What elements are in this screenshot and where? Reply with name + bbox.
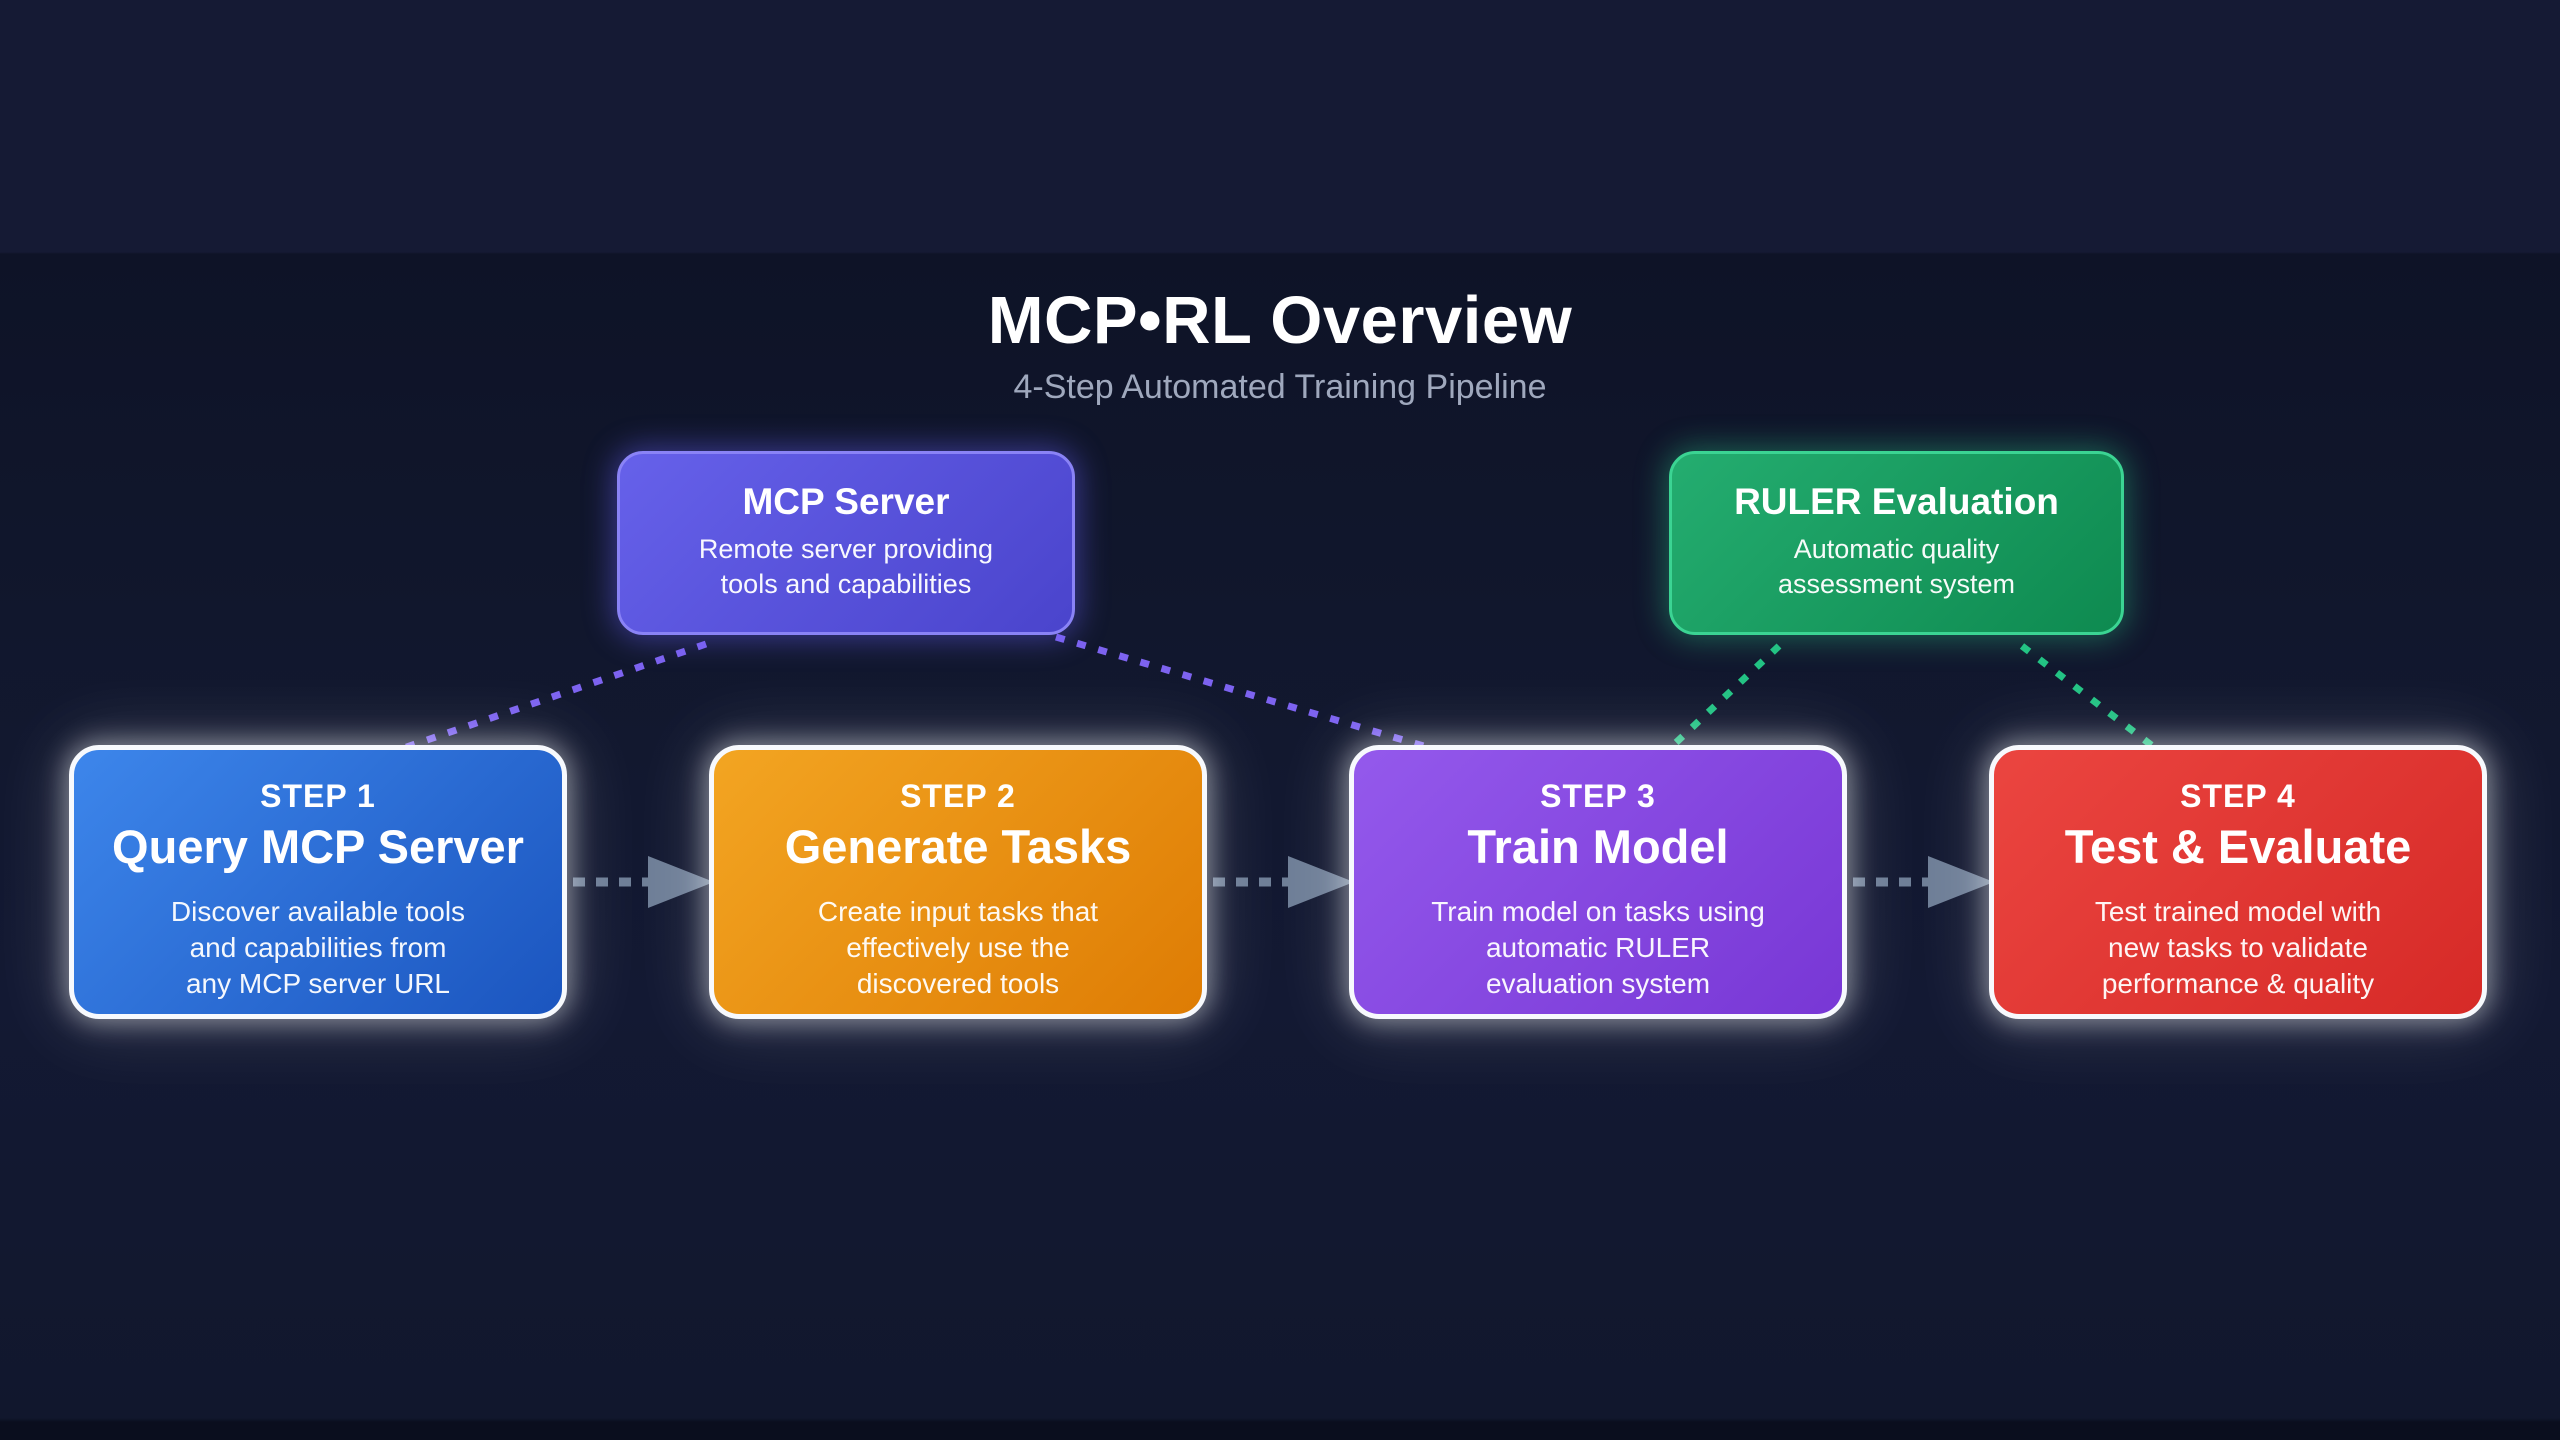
step-2-card: STEP 2 Generate Tasks Create input tasks… [709, 745, 1207, 1019]
step-3-card: STEP 3 Train Model Train model on tasks … [1349, 745, 1847, 1019]
step-2-description: Create input tasks that effectively use … [817, 896, 1099, 999]
arrow-head-icon [1288, 856, 1354, 908]
ruler-to-step4-connector [2019, 643, 2162, 754]
step-3-title: Train Model [1467, 820, 1729, 873]
mcp-server-node: MCP Server Remote server providing tools… [617, 451, 1075, 635]
arrow-head-icon [1928, 856, 1994, 908]
step-3-description: Train model on tasks using automatic RUL… [1431, 896, 1765, 999]
step-3-label: STEP 3 [1540, 778, 1656, 814]
ruler-evaluation-node: RULER Evaluation Automatic quality asses… [1669, 451, 2124, 635]
mcp-server-description: Remote server providing tools and capabi… [698, 534, 994, 599]
step-4-label: STEP 4 [2180, 778, 2296, 814]
ruler-evaluation-title: RULER Evaluation [1734, 481, 2059, 522]
step2-to-step3-arrow [1213, 856, 1354, 908]
step-4-title: Test & Evaluate [2064, 820, 2412, 873]
step-1-label: STEP 1 [260, 778, 376, 814]
page-subtitle: 4-Step Automated Training Pipeline [1013, 368, 1547, 406]
ruler-evaluation-description: Automatic quality assessment system [1777, 534, 2016, 599]
step-1-card: STEP 1 Query MCP Server Discover availab… [69, 745, 567, 1019]
step-4-description: Test trained model with new tasks to val… [2094, 896, 2382, 999]
mcp-server-title: MCP Server [742, 481, 950, 522]
arrow-head-icon [648, 856, 714, 908]
step-2-title: Generate Tasks [784, 820, 1132, 873]
ruler-to-step3-connector [1664, 643, 1782, 754]
step-1-title: Query MCP Server [112, 820, 524, 873]
mcp-to-step1-connector [396, 640, 708, 754]
step-2-label: STEP 2 [900, 778, 1016, 814]
step-1-description: Discover available tools and capabilitie… [170, 896, 466, 999]
page-title: MCP•RL Overview [987, 283, 1573, 358]
step3-to-step4-arrow [1853, 856, 1994, 908]
mcp-to-step3-connector [1055, 633, 1438, 754]
step1-to-step2-arrow [573, 856, 714, 908]
step-4-card: STEP 4 Test & Evaluate Test trained mode… [1989, 745, 2487, 1019]
